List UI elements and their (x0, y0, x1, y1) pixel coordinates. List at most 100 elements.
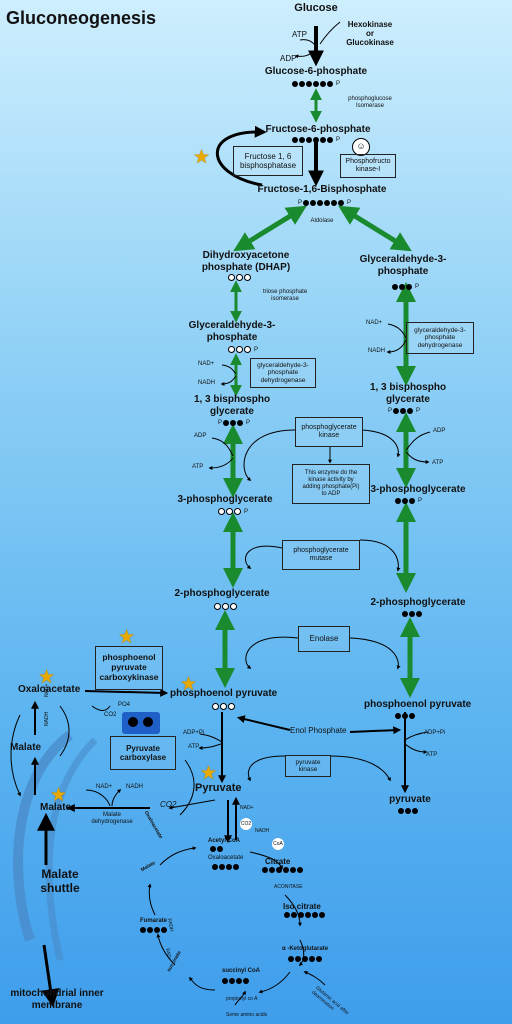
star-icon: ★ (50, 785, 68, 806)
g3pdh-left-box: glyceraldehyde-3- phosphate dehydrogenas… (250, 358, 316, 388)
pepck-box: phosphoenol pyruvate carboxykinase (95, 646, 163, 690)
3pg-left-dots: P (218, 508, 248, 515)
2pg-right-label: 2-phosphoglycerate (370, 597, 466, 608)
isocitrate-label: Iso citrate (283, 902, 321, 911)
adp-pi-right-label: ADP+Pi (424, 730, 446, 736)
co2-2-label: CO2 (160, 800, 177, 809)
dhap-dots (228, 274, 251, 281)
tpi-label: triose phosphate isomerase (262, 289, 308, 302)
co2-p-badge: CO2 (240, 818, 252, 830)
atp-left-label: ATP (192, 464, 204, 470)
fbpase-box: Fructose 1, 6 bisphosphatase (233, 146, 303, 176)
g3p-left-dots: P (228, 346, 258, 353)
aldolase-label: Aldolase (310, 218, 334, 224)
mitochondrial-membrane-label: mitochondrial inner membrane (10, 988, 104, 1011)
dhap-label: Dihydroxyacetone phosphate (DHAP) (201, 250, 291, 273)
2pg-left-dots (214, 603, 237, 610)
nadh-left-label: NADH (198, 380, 216, 386)
star-icon: ★ (200, 763, 218, 784)
isocitrate-dots (284, 912, 325, 918)
nad-p-label: NAD+ (240, 805, 254, 811)
pep-right-label: phosphoenol pyruvate (364, 699, 472, 710)
oaa-3-label: Oxaloacetate (208, 855, 244, 861)
propionyl-label: propionyl co A (226, 996, 258, 1002)
malate-dh-label: Malate dehydrogenase (91, 812, 133, 825)
nad-m-label: NAD+ (96, 784, 113, 790)
po4-label: PO4 (118, 702, 131, 708)
fructose-16-bisphosphate-label: Fructose-1,6-Bisphosphate (257, 184, 387, 195)
mitochondrion-transporter-icon (122, 712, 160, 734)
citrate-dots (262, 867, 303, 873)
alpha-kg-label: α -Ketoglutarate (282, 946, 329, 952)
hexokinase-label: Hexokinase or Glucokinase (346, 20, 394, 48)
pep-left-dots (212, 703, 235, 710)
nadh-p-label: NADH (255, 828, 270, 834)
pyruvate-right-label: pyruvate (389, 794, 431, 805)
nad-left-label: NAD+ (198, 361, 215, 367)
2pg-left-label: 2-phosphoglycerate (174, 588, 270, 599)
star-icon: ★ (180, 674, 198, 695)
star-icon: ★ (118, 627, 136, 648)
malate-2-label: Malate (40, 802, 72, 813)
star-icon: ★ (38, 667, 56, 688)
g3pdh-right-box: glyceraldehyde-3- phosphate dehydrogenas… (406, 322, 474, 354)
acetyl-coa-label: Acetyl CoA (208, 838, 241, 844)
face-icon: ☺ (352, 138, 370, 156)
fumarate-label: Fumarate (140, 918, 168, 924)
fumarate-dots (140, 927, 167, 933)
pep-right-dots (395, 713, 415, 719)
aconitase-label: ACONITASE (274, 884, 303, 890)
pgk-note-box: This enzyme do the kinase activity by ad… (292, 464, 370, 504)
enolase-box: Enolase (298, 626, 350, 652)
g3p-left-label: Glyceraldehyde-3- phosphate (188, 320, 276, 343)
g3p-right-label: Glyceraldehyde-3- phosphate (359, 254, 447, 277)
nad-vertical-label: NAD+ (44, 683, 50, 697)
succinyl-coa-dots (222, 978, 249, 984)
glucose-label: Glucose (294, 2, 338, 14)
malate-1-label: Malate (10, 742, 42, 753)
2pg-right-dots (402, 611, 422, 617)
nadh-vertical-label: NADH (44, 711, 50, 726)
pep-left-label: phosphoenol pyruvate (170, 688, 278, 699)
pyruvate-kinase-box: pyruvate kinase (285, 755, 331, 777)
succinyl-coa-label: succinyl CoA (222, 968, 261, 974)
glucose-6-phosphate-label: Glucose-6-phosphate (264, 66, 368, 77)
3pg-right-dots: P (395, 498, 422, 504)
3pg-left-label: 3-phosphoglycerate (177, 494, 273, 505)
pgk-box: phosphoglycerate kinase (295, 417, 363, 447)
enol-phosphate-label: Enol Phosphate (290, 726, 347, 735)
g3p-right-dots: P (392, 284, 419, 290)
alpha-kg-dots (288, 956, 322, 962)
atp-right-label: ATP (432, 460, 444, 466)
malate-shuttle-label: Malate shuttle (40, 867, 80, 895)
adp-pi-left-label: ADP+Pi (183, 730, 205, 736)
nadh-right-label: NADH (368, 348, 386, 354)
atp-right-2-label: ATP (426, 752, 438, 758)
g6p-dots: P (292, 81, 340, 87)
amino-acids-label: Some amino acids (226, 1012, 268, 1018)
co2-label: CO2 (104, 712, 117, 718)
nad-right-label: NAD+ (366, 320, 383, 326)
citrate-label: Citrate (265, 857, 291, 866)
nadh-m-label: NADH (126, 784, 144, 790)
pyruvate-right-dots (398, 808, 418, 814)
adp-left-label: ADP (194, 433, 207, 439)
fructose-6-phosphate-label: Fructose-6-phosphate (265, 124, 371, 135)
adp-label: ADP (280, 54, 297, 63)
page-title: Gluconeogenesis (6, 8, 157, 28)
oaa-3-dots (212, 864, 239, 870)
pgi-label: phosphoglucose Isomerase (348, 96, 392, 109)
acetyl-coa-dots (210, 846, 223, 852)
atp-left-2-label: ATP (188, 744, 200, 750)
atp-label: ATP (292, 30, 307, 39)
3pg-right-label: 3-phosphoglycerate (370, 484, 466, 495)
star-icon: ★ (193, 147, 211, 168)
f6p-dots: P (292, 137, 340, 143)
bpg-right-label: 1, 3 bisphospho glycerate (369, 382, 447, 405)
coa-p-badge: CoA (272, 838, 284, 850)
adp-right-label: ADP (433, 428, 446, 434)
pyruvate-carboxylase-box: Pyruvate carboxylase (110, 736, 176, 770)
pyruvate-left-label: Pyruvate (195, 782, 242, 794)
